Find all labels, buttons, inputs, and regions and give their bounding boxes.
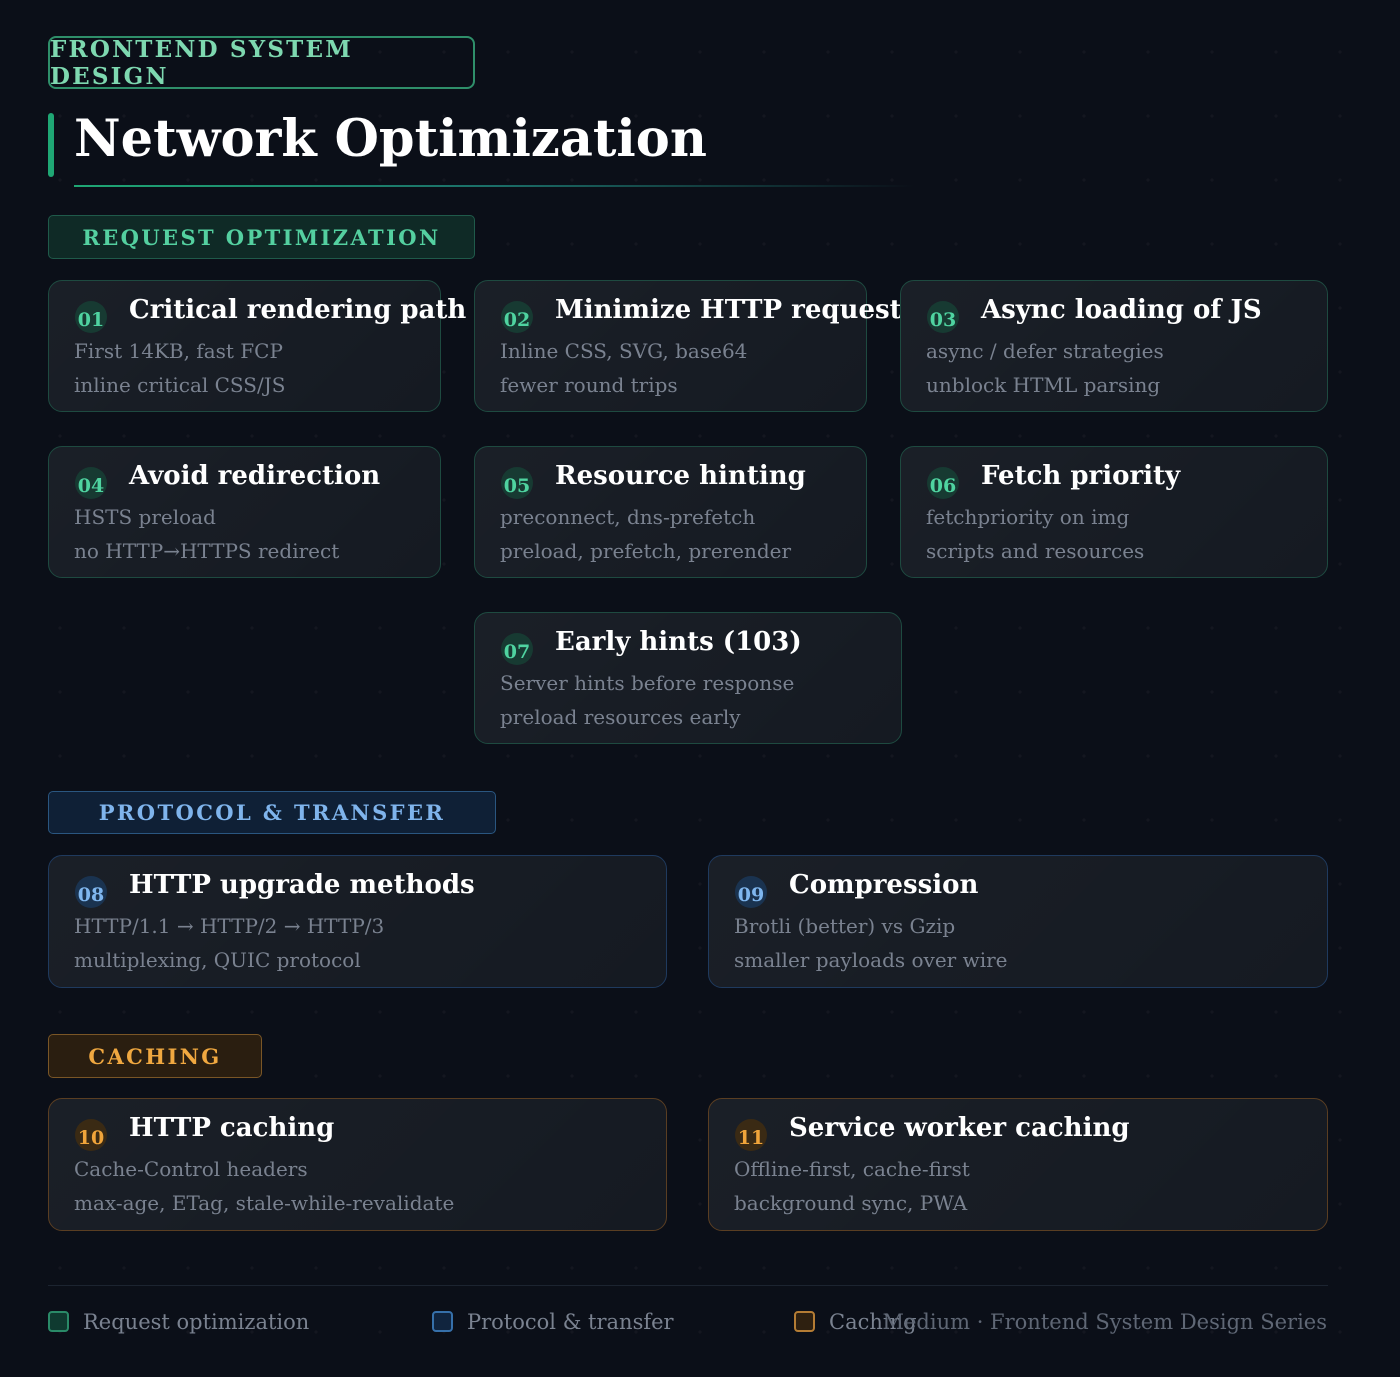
card-service-worker-caching: 11 Service worker caching Offline-first,…	[708, 1098, 1328, 1231]
card-early-hints: 07 Early hints (103) Server hints before…	[474, 612, 902, 744]
card-number-badge: 11	[735, 1119, 767, 1151]
card-async-loading-js: 03 Async loading of JS async / defer str…	[900, 280, 1328, 412]
card-number-badge: 07	[501, 633, 533, 665]
footer-divider	[48, 1285, 1328, 1286]
card-title: Minimize HTTP requests	[555, 295, 917, 325]
legend-label-protocol: Protocol & transfer	[467, 1310, 674, 1334]
card-title: Compression	[789, 870, 979, 900]
card-detail-1: Offline-first, cache-first	[734, 1157, 970, 1181]
section-header-protocol: PROTOCOL & TRANSFER	[48, 791, 496, 834]
card-detail-2: scripts and resources	[926, 539, 1145, 563]
card-detail-2: unblock HTML parsing	[926, 373, 1161, 397]
card-critical-rendering-path: 01 Critical rendering path First 14KB, f…	[48, 280, 466, 412]
card-detail-2: preload resources early	[500, 705, 741, 729]
card-resource-hinting: 05 Resource hinting preconnect, dns-pref…	[474, 446, 867, 578]
card-title: HTTP caching	[129, 1113, 335, 1143]
card-detail-1: Server hints before response	[500, 671, 795, 695]
card-detail-2: preload, prefetch, prerender	[500, 539, 792, 563]
legend-swatch-request	[48, 1311, 69, 1332]
card-title: Service worker caching	[789, 1113, 1130, 1143]
card-number-badge: 01	[75, 301, 107, 333]
card-title: Resource hinting	[555, 461, 806, 491]
card-title: Fetch priority	[981, 461, 1181, 491]
credit-text: Medium · Frontend System Design Series	[882, 1310, 1328, 1334]
card-http-upgrade-methods: 08 HTTP upgrade methods HTTP/1.1 → HTTP/…	[48, 855, 667, 988]
card-number-badge: 10	[75, 1119, 107, 1151]
card-avoid-redirection: 04 Avoid redirection HSTS preload no HTT…	[48, 446, 441, 578]
card-detail-1: fetchpriority on img	[926, 505, 1130, 529]
section-header-request: REQUEST OPTIMIZATION	[48, 215, 475, 259]
card-title: HTTP upgrade methods	[129, 870, 475, 900]
card-fetch-priority: 06 Fetch priority fetchpriority on img s…	[900, 446, 1328, 578]
card-detail-1: First 14KB, fast FCP	[74, 339, 283, 363]
legend-swatch-caching	[794, 1311, 815, 1332]
section-header-caching: CACHING	[48, 1034, 262, 1078]
card-number-badge: 03	[927, 301, 959, 333]
card-detail-2: smaller payloads over wire	[734, 948, 1008, 972]
card-detail-1: Inline CSS, SVG, base64	[500, 339, 748, 363]
card-title: Early hints (103)	[555, 627, 802, 657]
card-http-caching: 10 HTTP caching Cache-Control headers ma…	[48, 1098, 667, 1231]
page-title: Network Optimization	[74, 109, 707, 169]
legend-label-caching: Caching	[829, 1310, 917, 1334]
card-detail-2: fewer round trips	[500, 373, 678, 397]
card-detail-2: background sync, PWA	[734, 1191, 968, 1215]
card-detail-2: inline critical CSS/JS	[74, 373, 286, 397]
card-number-badge: 08	[75, 876, 107, 908]
card-detail-1: async / defer strategies	[926, 339, 1164, 363]
card-number-badge: 05	[501, 467, 533, 499]
card-title: Async loading of JS	[981, 295, 1262, 325]
legend-label-request: Request optimization	[83, 1310, 310, 1334]
card-detail-1: HSTS preload	[74, 505, 216, 529]
card-detail-1: HTTP/1.1 → HTTP/2 → HTTP/3	[74, 914, 385, 938]
title-divider	[74, 185, 914, 187]
card-detail-2: no HTTP→HTTPS redirect	[74, 539, 340, 563]
card-number-badge: 09	[735, 876, 767, 908]
card-detail-1: preconnect, dns-prefetch	[500, 505, 756, 529]
card-number-badge: 06	[927, 467, 959, 499]
card-number-badge: 04	[75, 467, 107, 499]
card-title: Avoid redirection	[129, 461, 381, 491]
title-accent-bar	[48, 113, 54, 177]
card-detail-1: Brotli (better) vs Gzip	[734, 914, 956, 938]
card-detail-2: max-age, ETag, stale-while-revalidate	[74, 1191, 455, 1215]
card-detail-1: Cache-Control headers	[74, 1157, 308, 1181]
card-number-badge: 02	[501, 301, 533, 333]
card-minimize-http-requests: 02 Minimize HTTP requests Inline CSS, SV…	[474, 280, 916, 412]
card-compression: 09 Compression Brotli (better) vs Gzip s…	[708, 855, 1328, 988]
legend-swatch-protocol	[432, 1311, 453, 1332]
card-title: Critical rendering path	[129, 295, 467, 325]
series-label: FRONTEND SYSTEM DESIGN	[48, 36, 475, 90]
card-detail-2: multiplexing, QUIC protocol	[74, 948, 361, 972]
